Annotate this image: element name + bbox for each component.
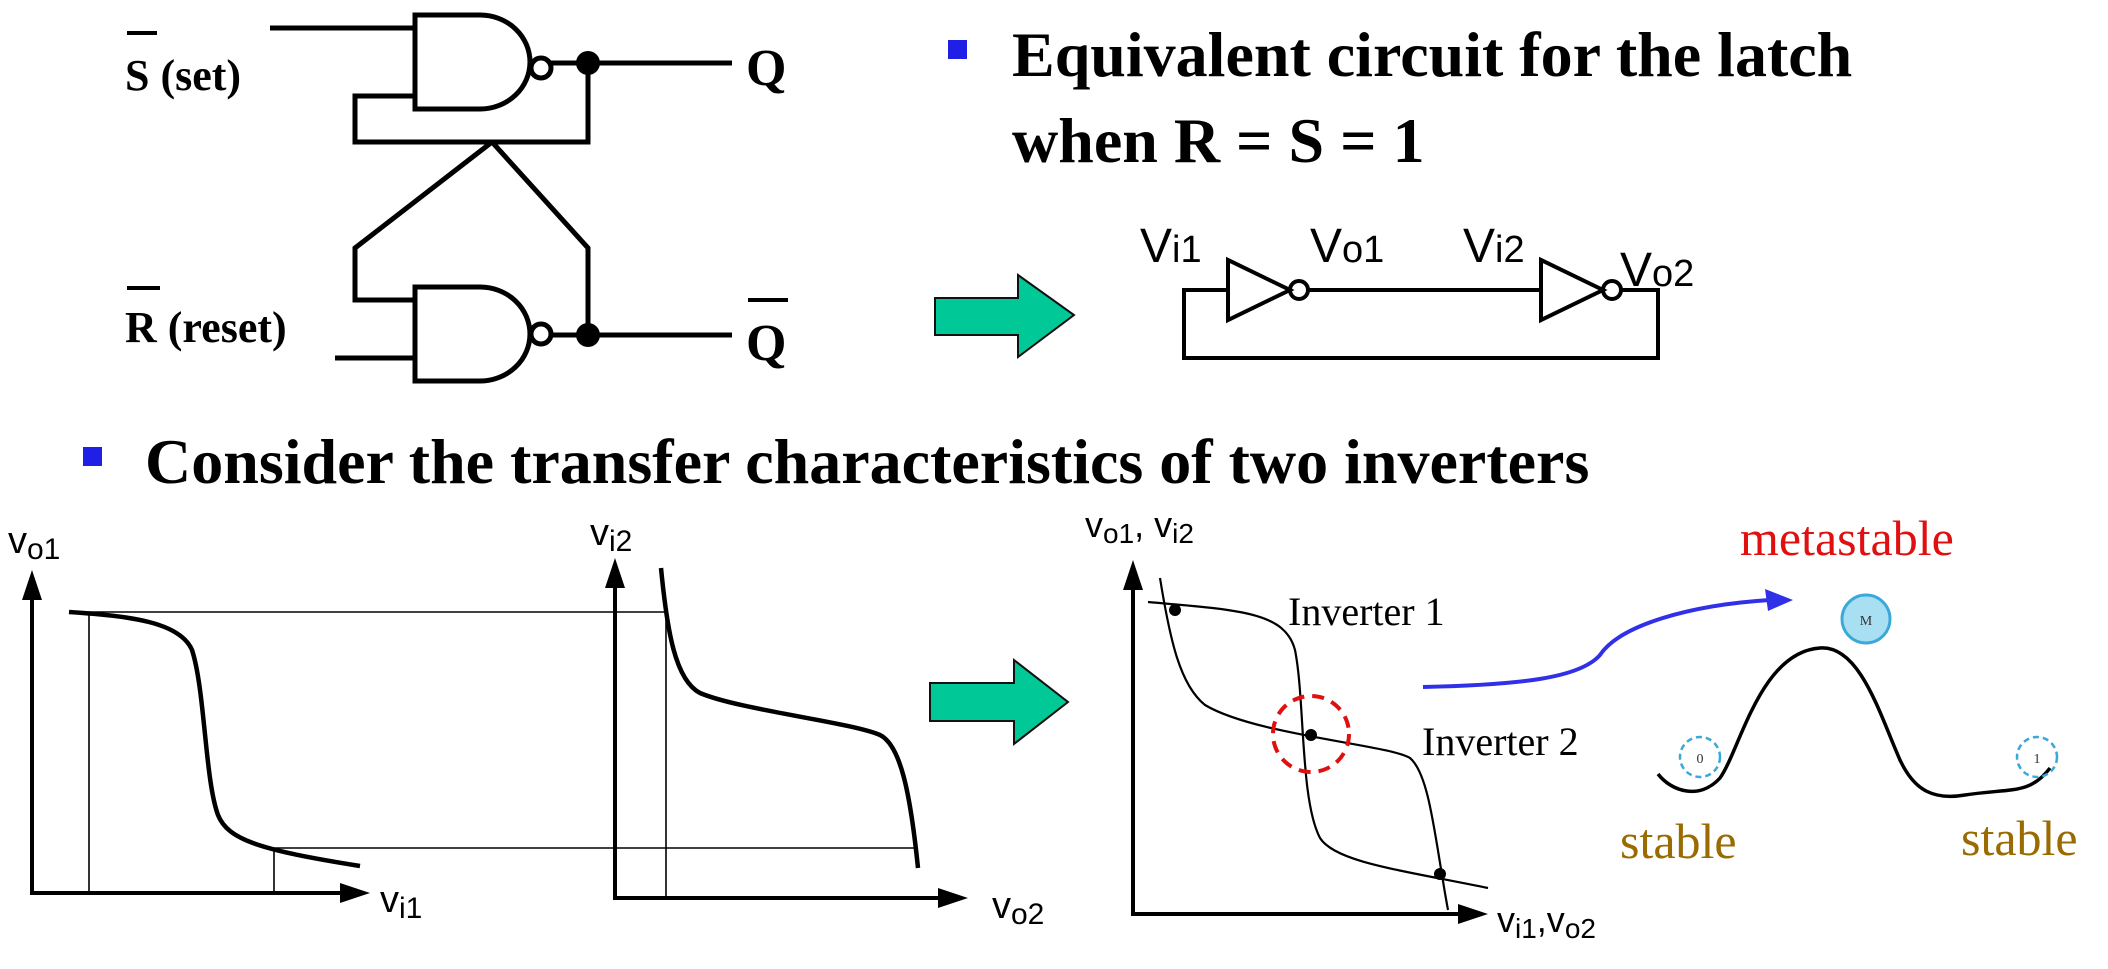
plot3-ylabel: vo1, vi2 bbox=[1085, 504, 1194, 549]
stable-label-right: stable bbox=[1961, 810, 2078, 866]
r-reset-label: R (reset) bbox=[125, 303, 287, 352]
qbar-output-label: Q bbox=[746, 315, 786, 372]
potential-curve bbox=[1656, 646, 2052, 799]
stable-ball-0-label: 0 bbox=[1697, 752, 1704, 767]
stable-point-high bbox=[1169, 604, 1181, 616]
plot1-y-arrowhead bbox=[22, 570, 42, 600]
feedback-wire-2 bbox=[352, 93, 591, 335]
stable-label-left: stable bbox=[1620, 813, 1737, 869]
green-arrow-top bbox=[934, 273, 1076, 359]
plot3-y-arrowhead bbox=[1123, 560, 1143, 590]
plot-inverter-2-vtc: vi2 vo2 bbox=[590, 512, 1044, 931]
plot2-xlabel: vo2 bbox=[992, 885, 1044, 931]
plot1-x-arrowhead bbox=[340, 883, 370, 903]
inverter-2-curve-label: Inverter 2 bbox=[1422, 719, 1579, 764]
inverter-chain bbox=[1182, 256, 1660, 360]
bullet-square-1 bbox=[948, 40, 967, 59]
metastable-ball-label: M bbox=[1860, 614, 1873, 629]
vi2-label: Vi2 bbox=[1463, 220, 1525, 273]
stable-ball-0 bbox=[1678, 735, 1722, 779]
feedback-wire-1 bbox=[352, 63, 591, 303]
q-output-label: Q bbox=[746, 40, 786, 97]
blue-pointer-arrowhead bbox=[1765, 589, 1793, 611]
latch-junctions bbox=[576, 51, 600, 347]
inverter-1-curve bbox=[1147, 600, 1489, 890]
plot-inverter-1-vtc: vo1 vi1 bbox=[8, 520, 422, 925]
projection-lines bbox=[69, 611, 918, 849]
sr-latch-diagram bbox=[270, 12, 732, 384]
inverter-1 bbox=[1226, 256, 1295, 324]
bullet-1-line-1: Equivalent circuit for the latch bbox=[1012, 19, 1852, 90]
nand-gate-bottom bbox=[412, 284, 533, 384]
nand-bubble-bottom bbox=[528, 321, 554, 347]
latch-labels: S (set) R (reset) Q Q bbox=[125, 31, 788, 372]
inverter-1-curve-label: Inverter 1 bbox=[1288, 589, 1445, 634]
chain-feedback-wire bbox=[1182, 288, 1660, 360]
plot3-xlabel: vi1,vo2 bbox=[1497, 899, 1596, 944]
inverter-2 bbox=[1539, 256, 1608, 324]
stable-ball-1 bbox=[2015, 735, 2059, 779]
inverter-2-curve bbox=[1158, 577, 1450, 911]
metastable-point bbox=[1305, 729, 1317, 741]
plot1-ylabel: vo1 bbox=[8, 520, 60, 566]
s-set-label: S (set) bbox=[125, 51, 241, 100]
metastable-label: metastable bbox=[1740, 510, 1954, 566]
metastable-ball bbox=[1840, 593, 1892, 645]
plot2-y-arrowhead bbox=[605, 558, 625, 588]
q-junction-dot bbox=[576, 51, 600, 75]
plot2-x-arrowhead bbox=[938, 888, 968, 908]
vo2-label: Vo2 bbox=[1620, 244, 1694, 297]
plot1-xlabel: vi1 bbox=[380, 879, 422, 925]
stable-point-low bbox=[1434, 868, 1446, 880]
vi1-label: Vi1 bbox=[1140, 220, 1202, 273]
plot3-x-arrowhead bbox=[1458, 904, 1488, 924]
bullet-square-2 bbox=[83, 447, 102, 466]
plot-superimposed-vtc: Inverter 1 Inverter 2 vo1, vi2 vi1,vo2 bbox=[1085, 504, 1596, 944]
plot1-vtc-curve bbox=[68, 609, 361, 869]
inverter-chain-labels: Vi1 Vo1 Vi2 Vo2 bbox=[1140, 220, 1694, 297]
qbar-junction-dot bbox=[576, 323, 600, 347]
stable-ball-1-label: 1 bbox=[2034, 752, 2041, 767]
blue-pointer-arrow bbox=[1422, 598, 1771, 689]
nand-gate-top bbox=[412, 12, 533, 112]
nand-bubble-top bbox=[528, 55, 554, 81]
energy-landscape: M 0 1 metastable stable stable bbox=[1422, 510, 2078, 869]
plot2-ylabel: vi2 bbox=[590, 512, 632, 558]
bullet-1-line-2: when R = S = 1 bbox=[1012, 105, 1425, 176]
vo1-label: Vo1 bbox=[1310, 220, 1384, 273]
bullet-2-text: Consider the transfer characteristics of… bbox=[145, 426, 1589, 497]
green-arrow-bottom bbox=[929, 657, 1070, 747]
metastable-highlight-circle bbox=[1271, 694, 1351, 774]
plot2-vtc-curve bbox=[658, 567, 921, 869]
